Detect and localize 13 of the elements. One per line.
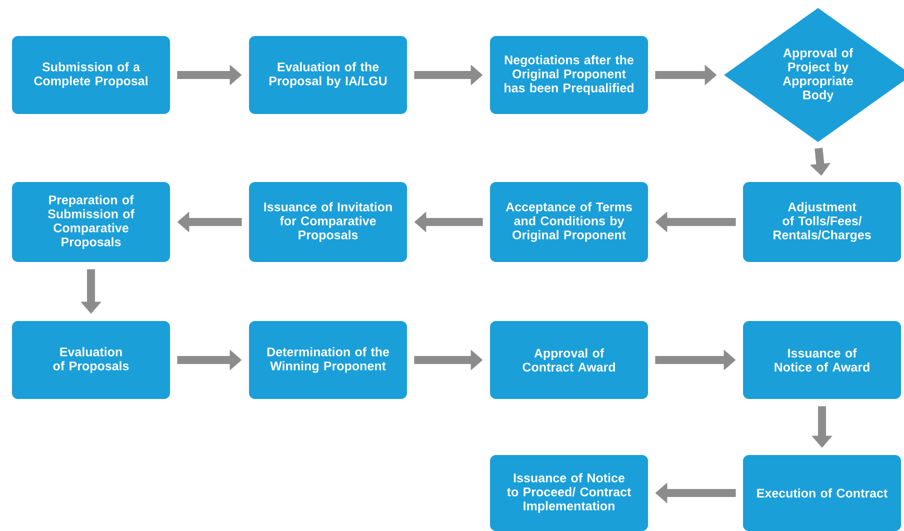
process-box: Determination of the Winning Proponent: [249, 321, 407, 399]
process-box: Submission of a Complete Proposal: [12, 36, 170, 114]
process-box: Evaluation of Proposals: [12, 321, 170, 399]
process-box: Preparation of Submission of Comparative Proposals: [12, 182, 170, 262]
process-box: Negotiations after the Original Proponent has been Prequalified: [490, 36, 648, 114]
process-box: Evaluation of the Proposal by IA/LGU: [249, 36, 407, 114]
process-box: Issuance of Invitation for Comparative Proposals: [249, 182, 407, 262]
process-box: Issuance of Notice to Proceed/ Contract Implementation: [490, 455, 648, 531]
process-box: Execution of Contract: [743, 455, 901, 531]
process-box: Issuance of Notice of Award: [743, 321, 901, 399]
process-box: Acceptance of Terms and Conditions by Original Proponent: [490, 182, 648, 262]
process-box: Approval of Contract Award: [490, 321, 648, 399]
process-box: Adjustment of Tolls/Fees/ Rentals/Charges: [743, 182, 901, 262]
